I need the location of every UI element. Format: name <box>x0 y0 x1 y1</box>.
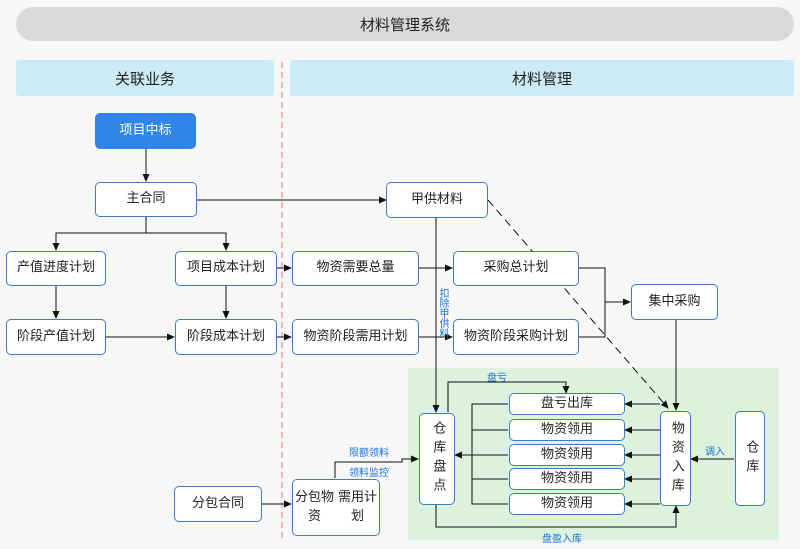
node-sub-contract[interactable]: 分包合同 <box>174 486 262 522</box>
node-inventory-check[interactable]: 仓库盘点 <box>419 413 455 505</box>
section-material-management: 材料管理 <box>290 60 794 96</box>
node-requisition-3[interactable]: 物资领用 <box>509 468 625 490</box>
node-output-progress-plan[interactable]: 产值进度计划 <box>6 251 106 286</box>
label-limit-requisition: 限额领料 <box>349 448 389 459</box>
node-central-purchase[interactable]: 集中采购 <box>631 284 718 320</box>
node-material-inbound[interactable]: 物资入库 <box>660 411 691 506</box>
label-loss: 盘亏 <box>487 373 507 384</box>
label-deduct-owner-supplied: 扣除甲供料 <box>437 288 448 338</box>
system-title: 材料管理系统 <box>16 7 794 41</box>
section-related-business: 关联业务 <box>16 60 274 96</box>
label-requisition-monitor: 领料监控 <box>349 468 389 479</box>
node-requisition-4[interactable]: 物资领用 <box>509 493 625 515</box>
node-requisition-2[interactable]: 物资领用 <box>509 444 625 466</box>
node-requisition-1[interactable]: 物资领用 <box>509 419 625 441</box>
node-sub-demand-plan-line1: 分包物资 <box>294 489 334 524</box>
node-total-material-demand[interactable]: 物资需要总量 <box>292 251 419 286</box>
node-project-bid[interactable]: 项目中标 <box>95 113 196 149</box>
node-owner-supplied-material[interactable]: 甲供材料 <box>386 182 488 218</box>
node-warehouse[interactable]: 仓库 <box>735 411 765 506</box>
node-stage-purchase-plan[interactable]: 物资阶段采购计划 <box>453 319 579 355</box>
node-stage-output-plan[interactable]: 阶段产值计划 <box>6 319 106 355</box>
node-sub-demand-plan[interactable]: 分包物资 需用计划 <box>292 479 380 536</box>
label-transfer-in: 调入 <box>705 447 725 458</box>
label-surplus-in: 盘盈入库 <box>542 534 582 545</box>
node-stage-demand-plan[interactable]: 物资阶段需用计划 <box>292 319 419 355</box>
node-sub-demand-plan-line2: 需用计划 <box>337 489 377 524</box>
node-project-cost-plan[interactable]: 项目成本计划 <box>175 251 277 286</box>
node-total-purchase-plan[interactable]: 采购总计划 <box>453 251 579 286</box>
node-main-contract[interactable]: 主合同 <box>95 182 197 217</box>
node-loss-out[interactable]: 盘亏出库 <box>509 393 625 415</box>
node-stage-cost-plan[interactable]: 阶段成本计划 <box>175 319 277 355</box>
